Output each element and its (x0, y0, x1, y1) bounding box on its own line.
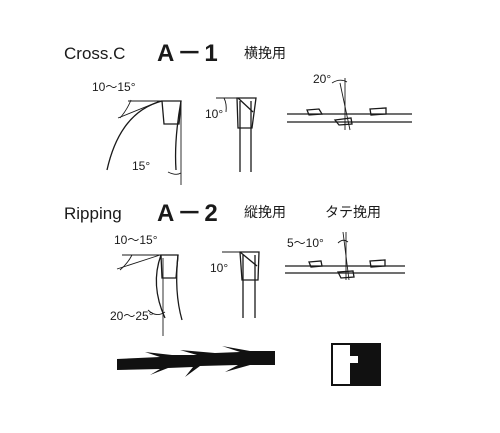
a2-usage-label-katakana: タテ挽用 (325, 205, 381, 221)
a1-bottom-angle-label: 15° (132, 159, 151, 173)
a2-top-angle-arc (119, 254, 133, 271)
a2-tooth-tip (160, 254, 179, 279)
a1-top-angle-label: 10～15° (92, 80, 136, 94)
saw-blade-silhouette (117, 346, 275, 377)
joint-cut-icon (331, 343, 381, 386)
a1-side-tooth (236, 97, 257, 129)
a2-set-tooth-3 (369, 259, 386, 268)
a1-side-view (216, 97, 257, 172)
a2-tooth-back (176, 254, 183, 321)
a1-tooth-tip (161, 100, 182, 125)
a1-side-bevel (237, 97, 254, 113)
a2-tooth-set-view (285, 231, 405, 281)
a1-tooth-gullet-curve (106, 100, 163, 171)
a2-usage-label: 縦挽用 (244, 205, 286, 221)
a1-tilt-angle-arc (331, 79, 348, 84)
a2-tilt-angle-arc (337, 239, 349, 244)
a2-code: A－2 (157, 200, 221, 227)
a1-set-tooth-2 (333, 117, 353, 126)
a2-top-angle-line (116, 254, 161, 270)
a1-usage-label: 横挽用 (244, 46, 286, 62)
a1-tooth-back (174, 100, 182, 171)
a2-side-bevel (239, 251, 258, 267)
a2-side-view (222, 251, 260, 318)
a2-tooth-gullet-curve (155, 254, 166, 319)
a1-tilt-angle-label: 20° (313, 72, 332, 86)
a2-tooth-profile (116, 254, 183, 336)
a2-set-tooth-1 (308, 260, 323, 268)
joint-notch (340, 350, 358, 370)
a1-tooth-set-view (287, 78, 412, 131)
a1-tooth-profile (106, 99, 182, 185)
a2-bottom-angle-label: 20～25° (110, 309, 154, 323)
a2-section-label: Ripping (64, 204, 122, 223)
a1-set-tooth-3 (369, 107, 387, 116)
a1-top-angle-arc (119, 99, 132, 119)
a2-bottom-angle-arc (147, 309, 166, 315)
a1-bottom-angle-arc (167, 171, 182, 175)
a2-side-tooth (239, 251, 260, 281)
a2-top-angle-label: 10～15° (114, 233, 158, 247)
a2-tilt-angle-label: 5～10° (287, 236, 324, 250)
a1-set-tooth-1 (306, 108, 324, 116)
a1-side-angle-label: 10° (205, 107, 224, 121)
a2-side-angle-label: 10° (210, 261, 229, 275)
a1-section-label: Cross.C (64, 44, 126, 63)
a1-side-angle-arc (223, 97, 227, 113)
saw-blade-shape (117, 346, 275, 377)
a1-code: A－1 (157, 40, 221, 67)
